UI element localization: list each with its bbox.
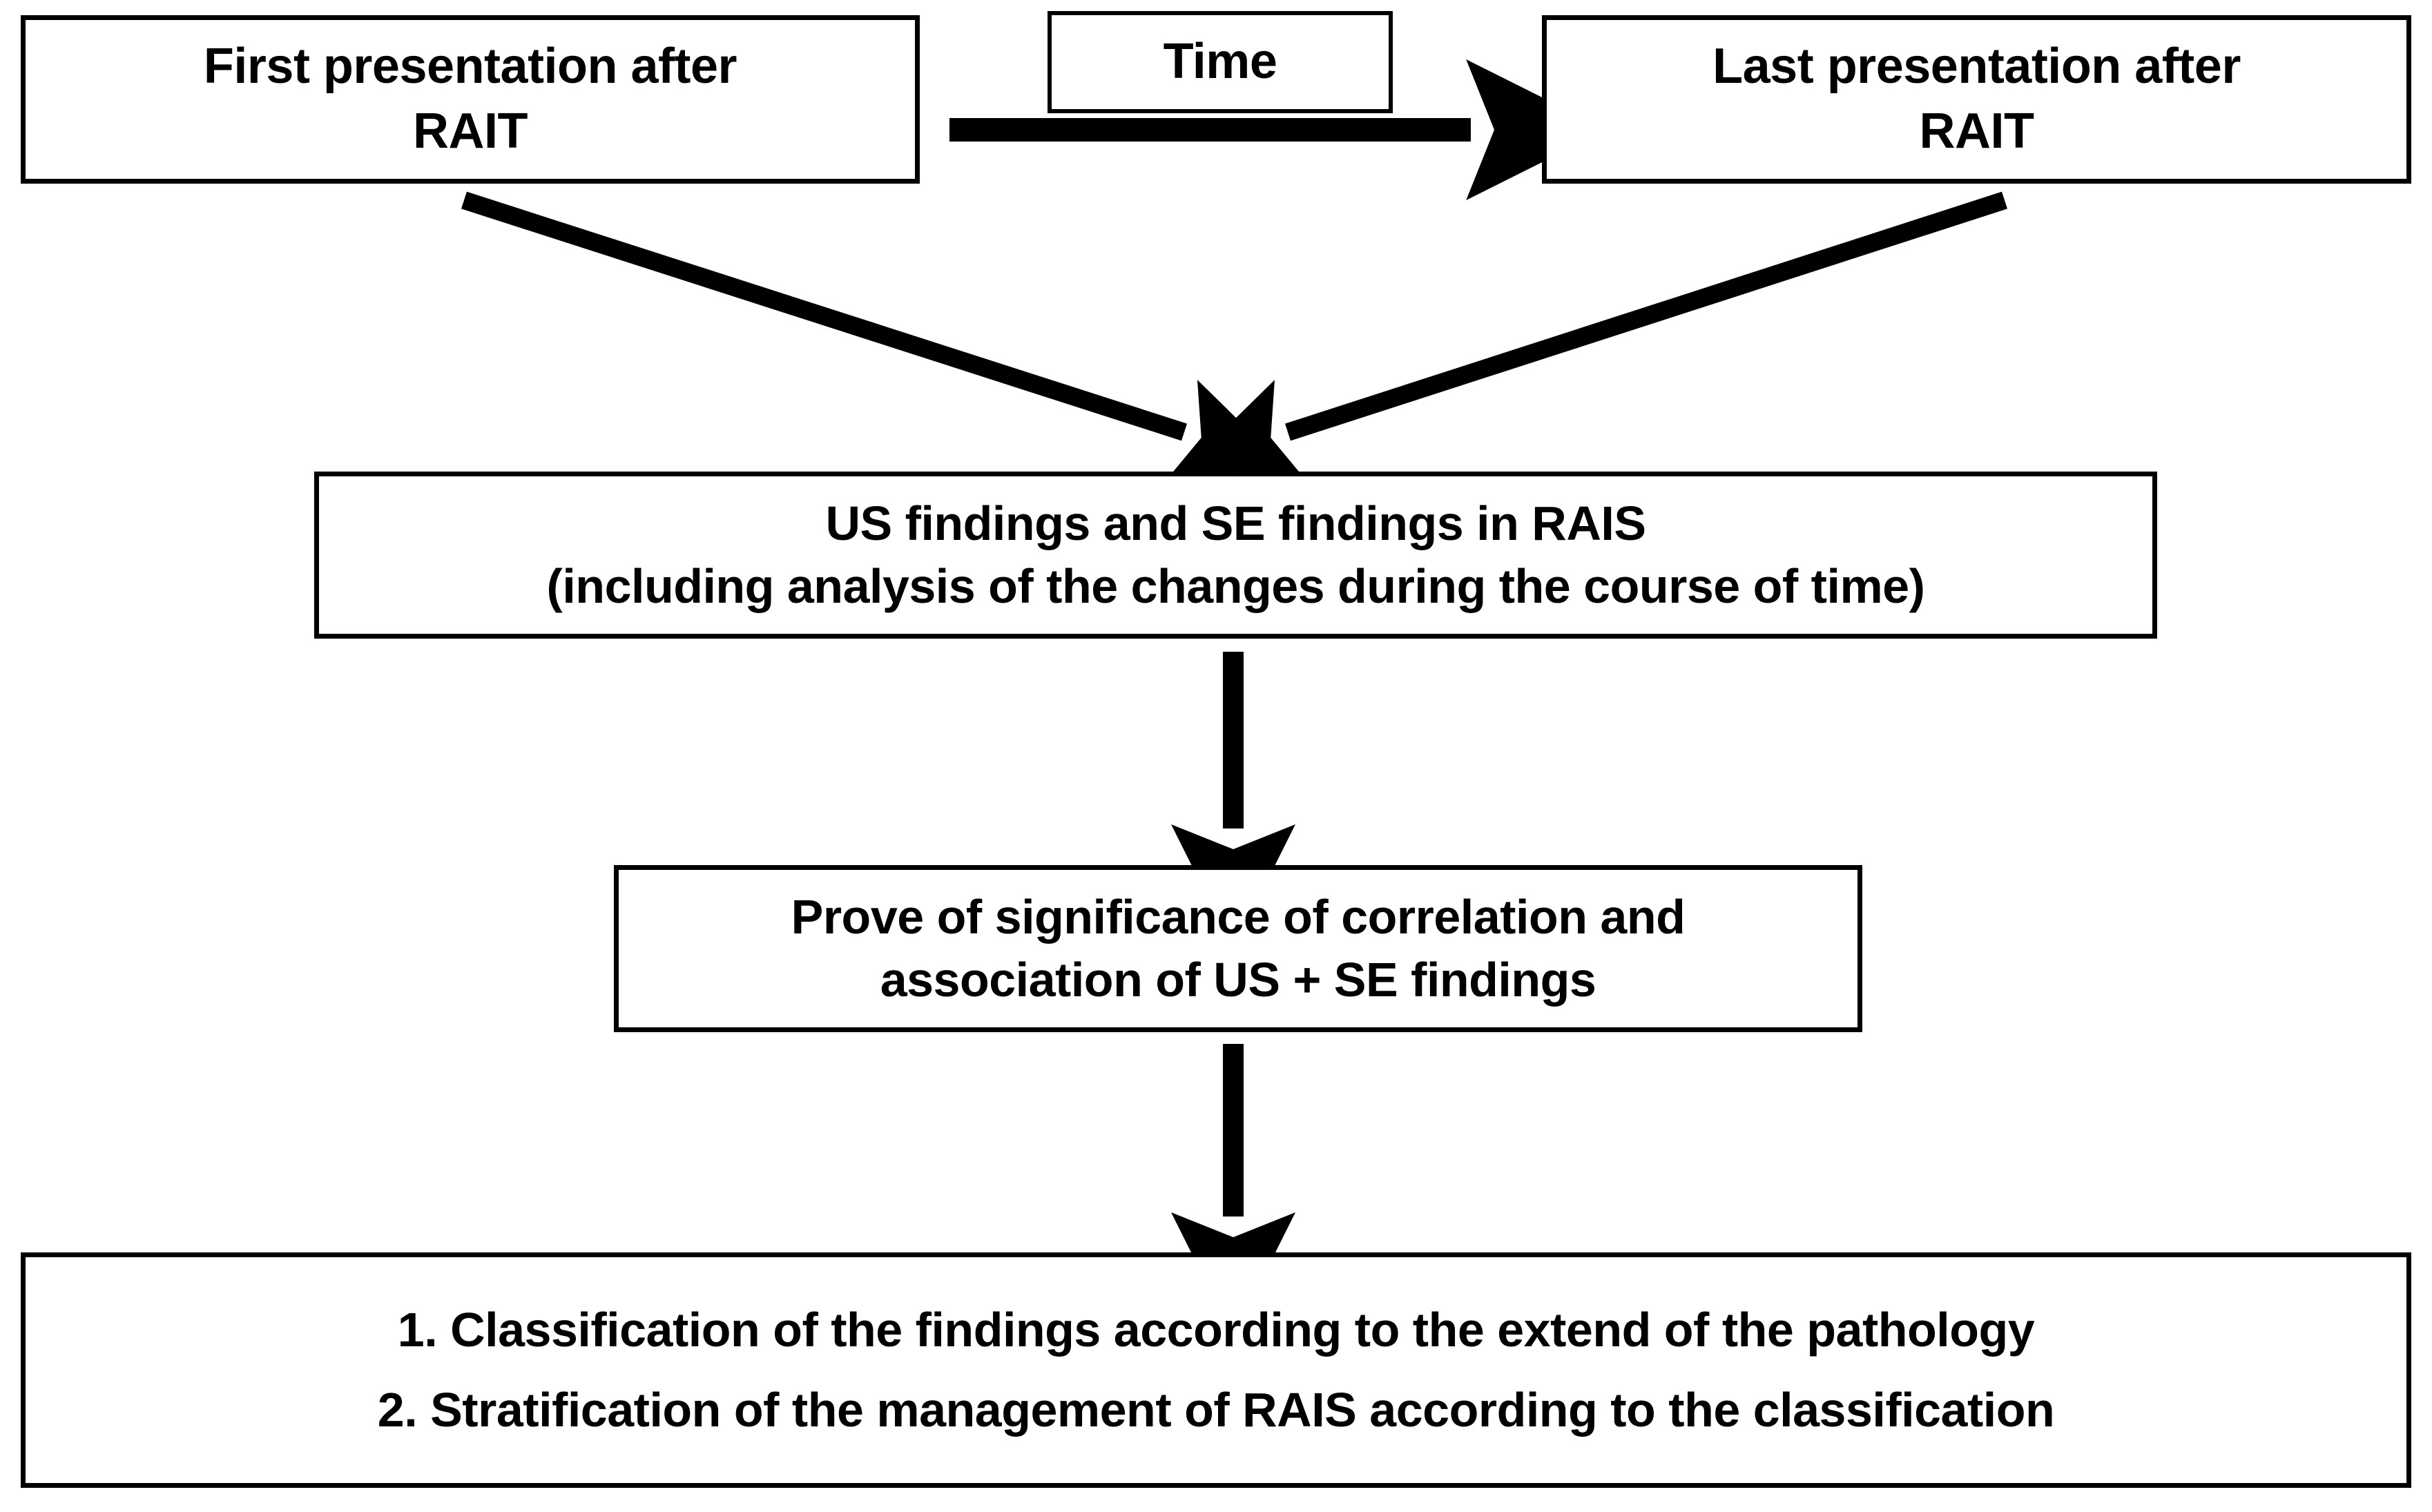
node-prove-significance-line-2: association of US + SE findings <box>880 953 1596 1007</box>
node-outcomes[interactable]: 1. Classification of the findings accord… <box>21 1252 2411 1488</box>
first-presentation-to-findings-arrow <box>461 191 1284 483</box>
node-outcomes-item-2: 2. Stratification of the management of R… <box>377 1383 2055 1437</box>
node-us-se-findings-line-2: (including analysis of the changes durin… <box>546 559 1925 613</box>
node-prove-significance[interactable]: Prove of significance of correlation and… <box>614 865 1862 1032</box>
node-us-se-findings-line-1: US findings and SE findings in RAIS <box>825 496 1646 550</box>
node-first-presentation-line-1: First presentation after <box>203 39 737 95</box>
node-first-presentation[interactable]: First presentation after RAIT <box>21 15 920 184</box>
node-last-presentation-line-2: RAIT <box>1919 104 2034 159</box>
last-presentation-to-findings-arrow <box>1188 191 2008 483</box>
node-last-presentation[interactable]: Last presentation after RAIT <box>1542 15 2411 184</box>
node-prove-significance-line-1: Prove of significance of correlation and <box>791 890 1686 944</box>
node-outcomes-item-1: 1. Classification of the findings accord… <box>397 1302 2035 1357</box>
node-last-presentation-line-1: Last presentation after <box>1712 39 2241 95</box>
node-time-line-1: Time <box>1163 34 1277 90</box>
node-time-label[interactable]: Time <box>1048 11 1393 113</box>
node-us-se-findings[interactable]: US findings and SE findings in RAIS (inc… <box>314 472 2157 639</box>
node-first-presentation-line-2: RAIT <box>413 104 528 159</box>
